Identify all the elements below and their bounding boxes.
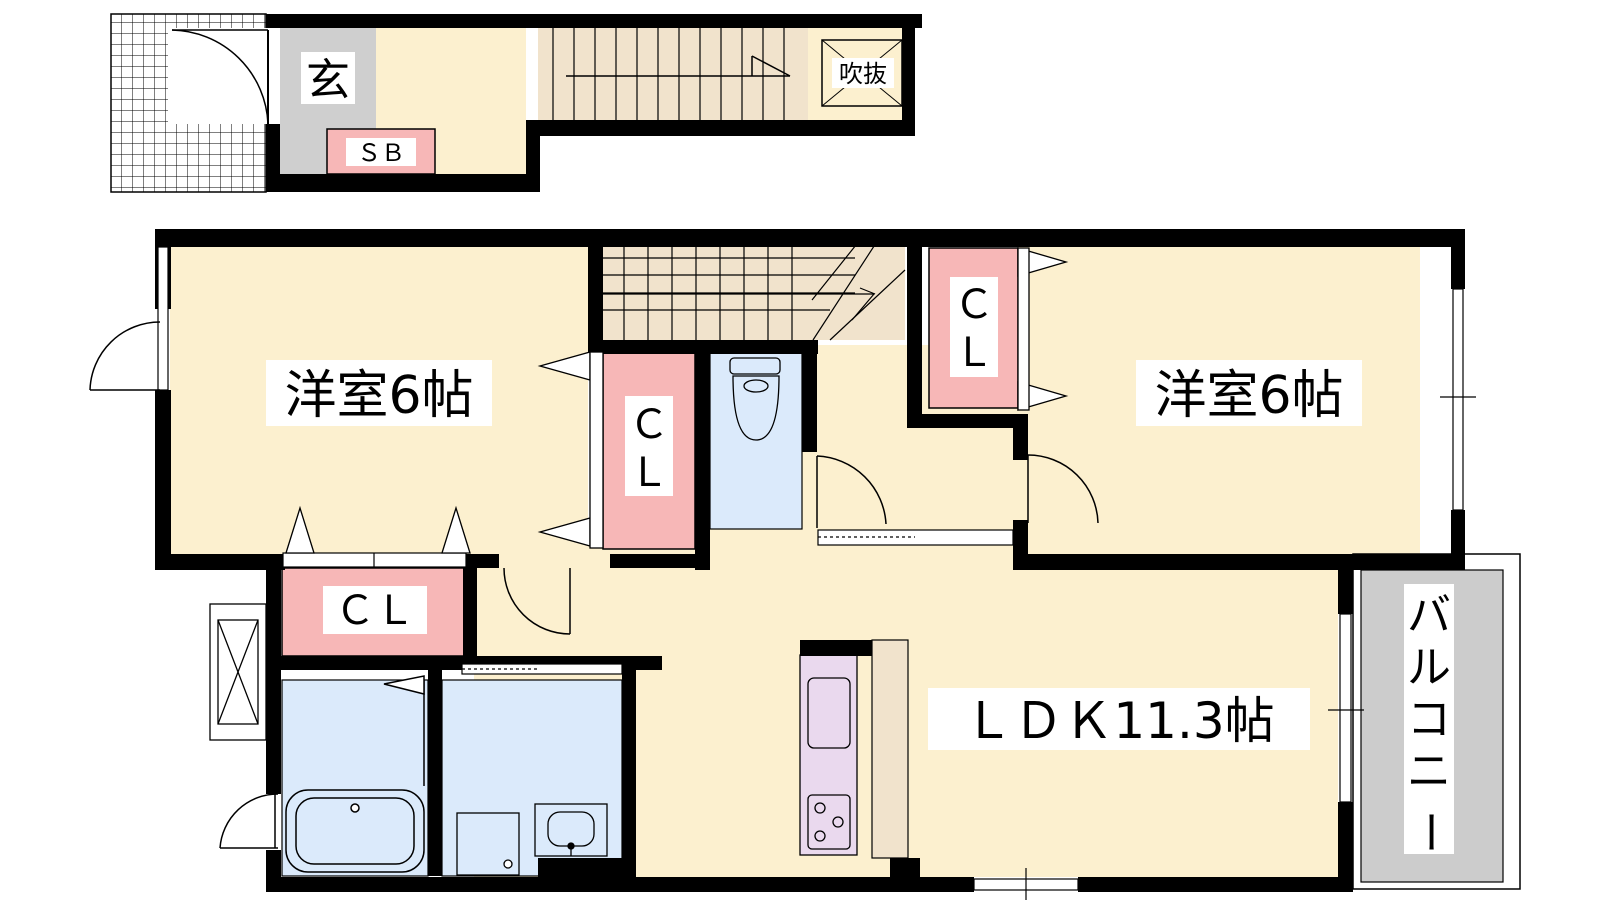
sink-icon: [807, 677, 851, 749]
sliding-doors: [282, 529, 1014, 675]
toilet-icon: [729, 357, 781, 441]
shoe-box-label: ＳＢ: [357, 139, 405, 167]
washing-machine-icon: [456, 812, 520, 876]
closet-right-label-c: Ｃ: [954, 282, 994, 328]
washbasin-icon: [534, 803, 608, 857]
room-labels: 洋室6帖 洋室6帖 ＣＬ Ｃ Ｌ Ｃ Ｌ ＬＤＫ11.3帖 バ ル コ ニ ー: [266, 277, 1455, 854]
bathtub-icon: [285, 789, 425, 873]
upper-floor: 吹抜 ＳＢ 玄: [110, 13, 922, 193]
swing-doors: [89, 321, 1099, 849]
left-window-box: [209, 603, 267, 741]
window-marks: [1025, 396, 1476, 900]
closet-upper-label: ＣＬ: [335, 588, 415, 634]
balcony-char: コ: [1407, 694, 1451, 745]
stair-treads-upper: [552, 28, 785, 120]
stair-treads-main: [603, 239, 906, 341]
balcony-char: ル: [1407, 642, 1451, 693]
stair-arrow-upper: [566, 55, 791, 77]
balcony-char: ニ: [1407, 746, 1451, 797]
western-room-left-label: 洋室6帖: [284, 366, 473, 426]
stove-icon: [807, 794, 851, 850]
stair-floor-main: [603, 240, 905, 340]
main-floor: [89, 229, 1521, 900]
closet-right-label-l: Ｌ: [954, 330, 994, 376]
upper-walls: [266, 14, 922, 192]
balcony-char: バ: [1407, 590, 1451, 641]
balcony-char: ー: [1404, 810, 1455, 854]
ldk-label: ＬＤＫ11.3帖: [963, 692, 1274, 750]
stair-floor-upper: [538, 28, 808, 120]
closet-middle-label-l: Ｌ: [629, 450, 669, 496]
kitchen-side-shelf: [871, 639, 909, 859]
closet-door-marks: [285, 247, 1069, 554]
genkan-label: 玄: [306, 55, 350, 106]
closet-middle-label-c: Ｃ: [629, 402, 669, 448]
fukinuke-void: 吹抜: [821, 39, 903, 107]
western-room-right-label: 洋室6帖: [1154, 366, 1343, 426]
entrance-door: [168, 28, 269, 125]
fukinuke-label: 吹抜: [839, 60, 887, 88]
balcony-label: バ ル コ ニ ー: [1404, 590, 1455, 854]
